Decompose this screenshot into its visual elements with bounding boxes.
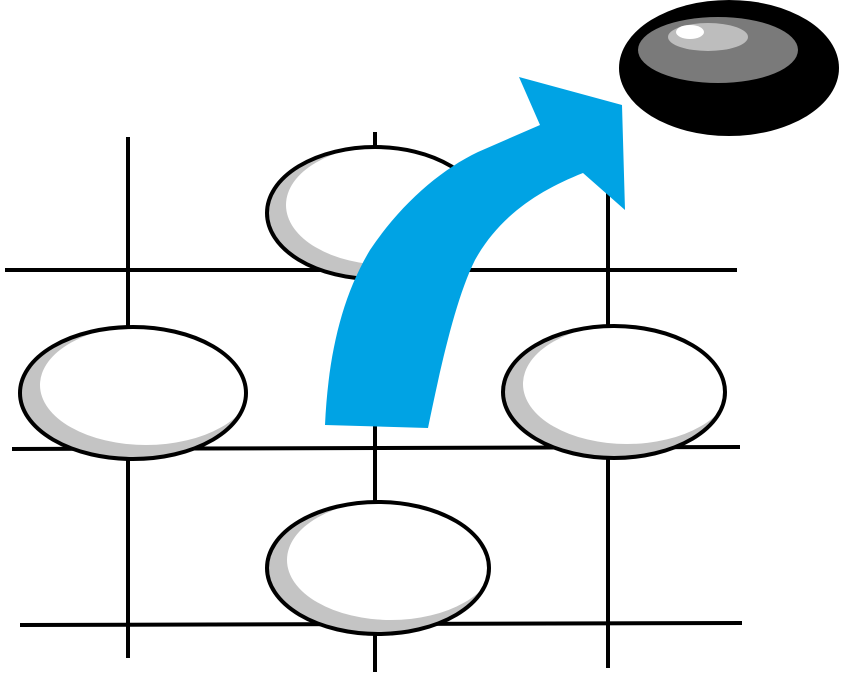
black-stone — [619, 0, 839, 136]
white-stone-bottom — [265, 500, 491, 636]
white-stone-right — [501, 324, 727, 460]
white-stone-left — [18, 325, 248, 461]
move-arrow — [325, 77, 625, 428]
